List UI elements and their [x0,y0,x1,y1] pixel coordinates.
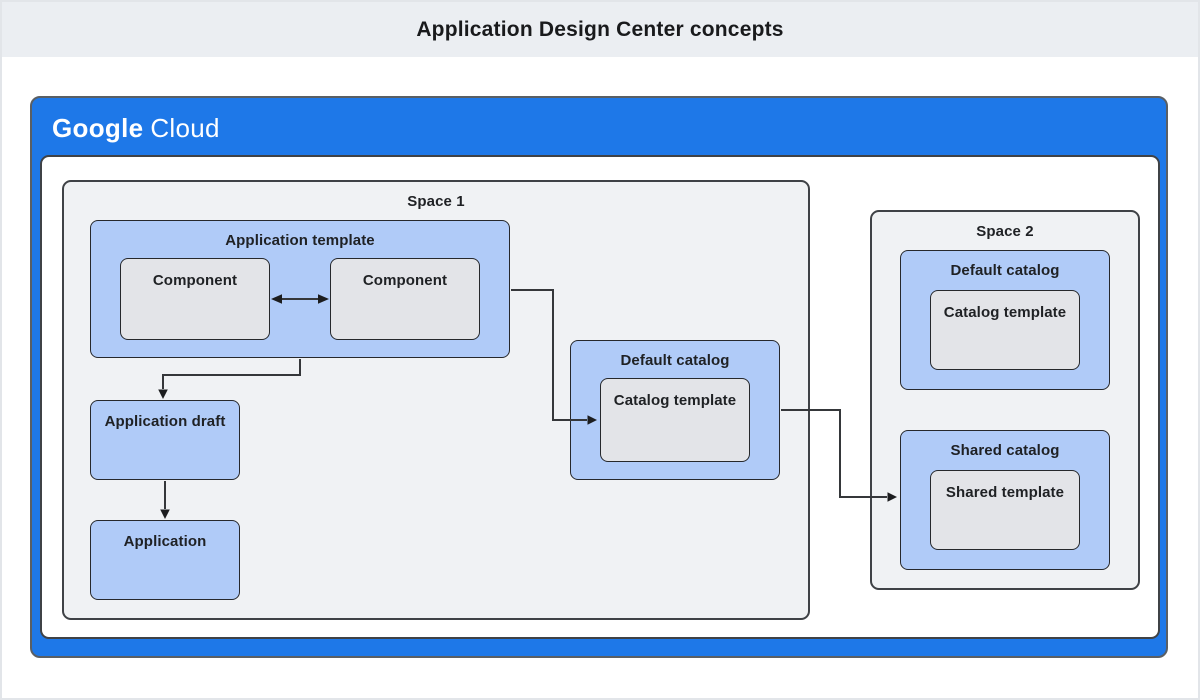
application-template-label: Application template [225,232,375,249]
shared-template-box: Shared template [930,470,1080,550]
space-2-label: Space 2 [976,223,1034,240]
space1-default-catalog-label: Default catalog [620,352,730,369]
application-label: Application [123,533,207,550]
application-draft-box: Application draft [90,400,240,480]
component-1-label: Component [152,272,238,289]
logo-cloud-text: Cloud [150,113,220,143]
title-banner: Application Design Center concepts [2,2,1198,57]
application-box: Application [90,520,240,600]
component-box-1: Component [120,258,270,340]
component-box-2: Component [330,258,480,340]
shared-template-label: Shared template [945,484,1065,501]
application-draft-label: Application draft [104,413,226,430]
space2-catalog-template-box: Catalog template [930,290,1080,370]
space1-catalog-template-label: Catalog template [613,392,737,409]
space1-catalog-template-box: Catalog template [600,378,750,462]
space-1-label: Space 1 [407,193,465,210]
space2-catalog-template-label: Catalog template [943,304,1067,321]
space2-default-catalog-label: Default catalog [950,262,1060,279]
logo-google-text: Google [52,113,144,143]
component-2-label: Component [362,272,448,289]
shared-catalog-label: Shared catalog [950,442,1060,459]
page-title: Application Design Center concepts [416,17,784,41]
